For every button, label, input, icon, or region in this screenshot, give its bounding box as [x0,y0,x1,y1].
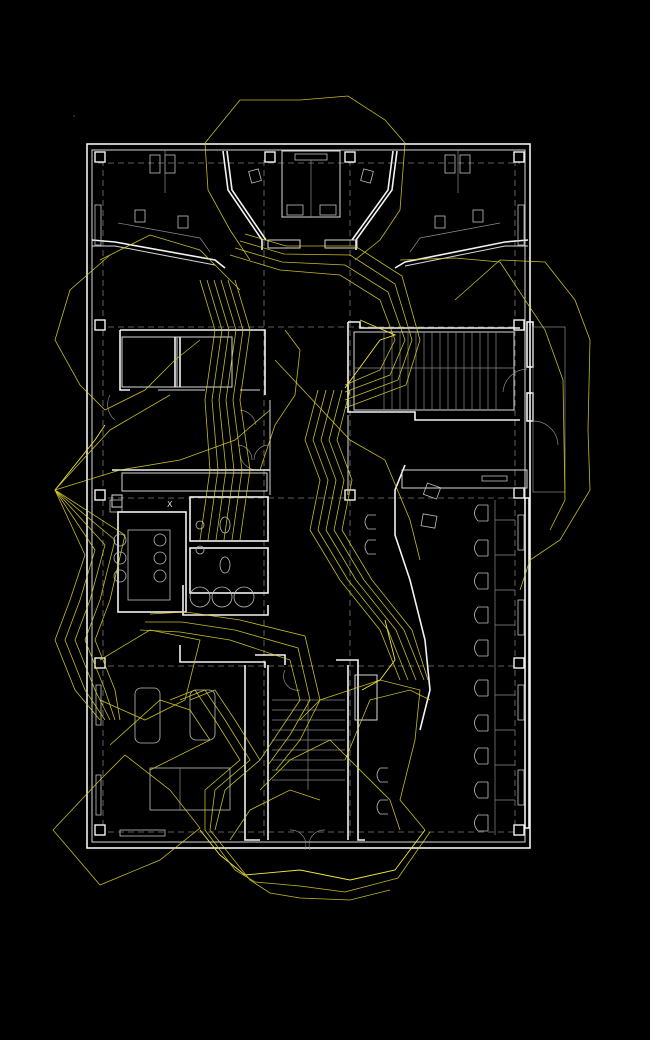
open-office-right [364,464,530,835]
stray-mark [73,115,75,117]
main-stair [347,321,566,493]
bottom-left-office [95,645,266,837]
restroom-x-mark: X [167,500,173,509]
top-right-office [394,150,529,269]
restrooms: X [109,469,270,616]
columns [94,151,525,836]
corridor-doors [237,400,349,495]
left-service-cores [107,329,266,471]
isovist-contours [52,95,591,901]
building-outline [86,143,531,849]
office-chairs [364,482,489,832]
top-left-office [91,150,226,269]
top-entrance-walls [222,150,398,250]
